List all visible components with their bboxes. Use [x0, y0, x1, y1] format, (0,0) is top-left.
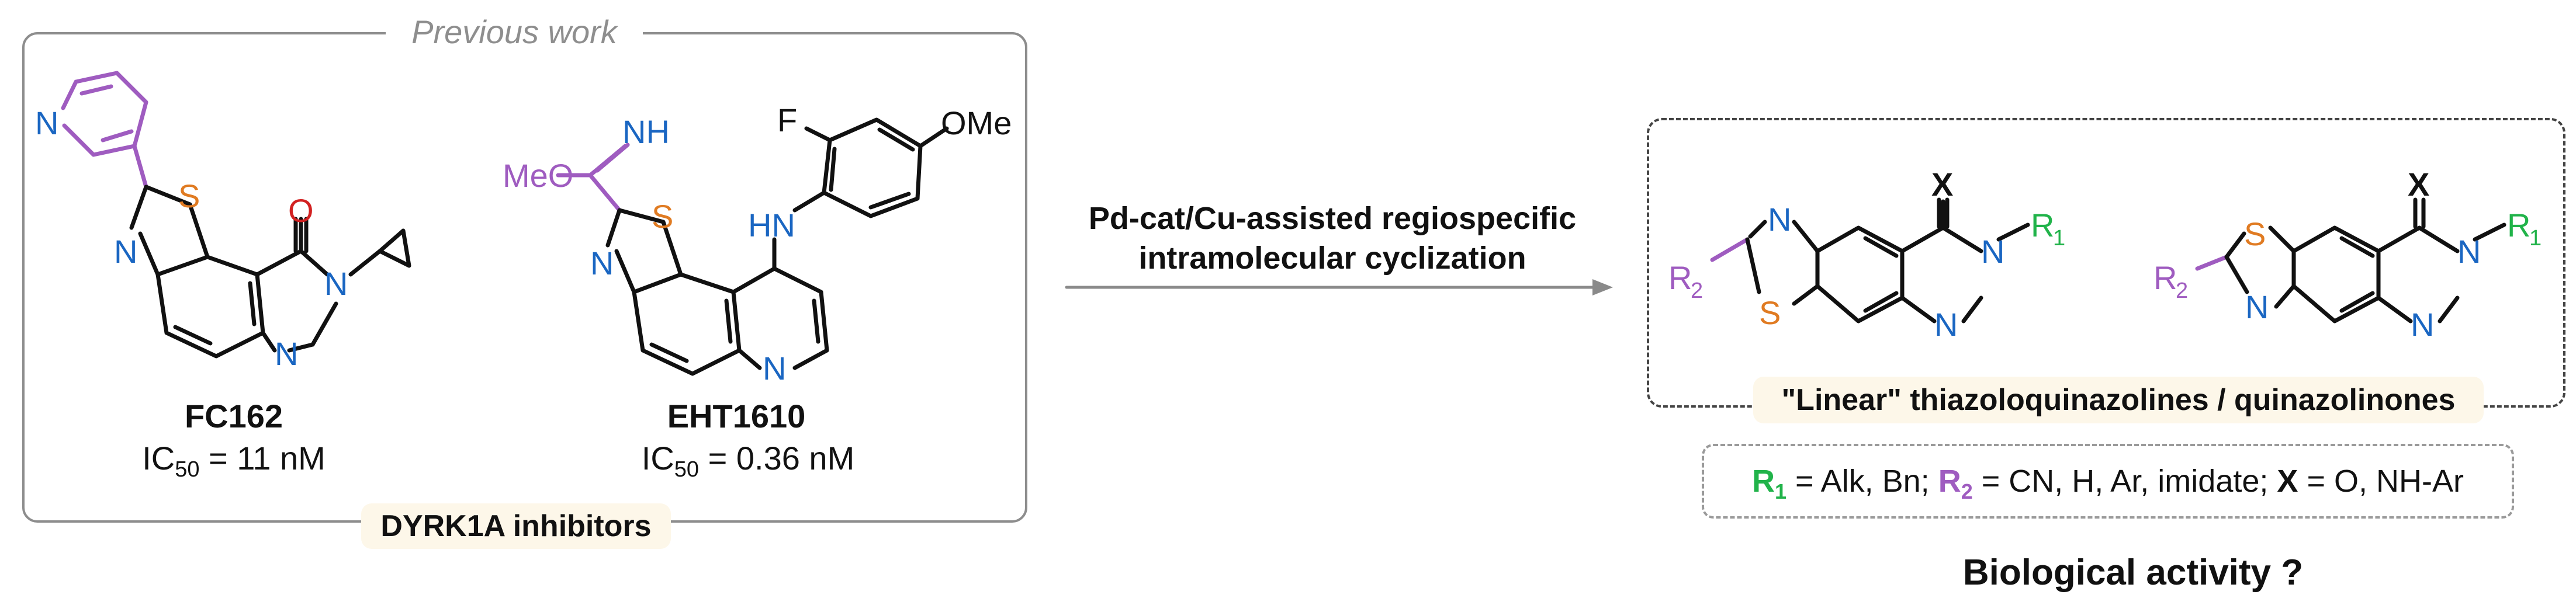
r2-symbol: R2	[1938, 464, 1973, 503]
eht-meo: MeO	[503, 157, 573, 194]
tl-s: S	[1759, 294, 1781, 331]
target-compounds-label: "Linear" thiazoloquinazolines / quinazol…	[1753, 377, 2484, 423]
tr-n-thiazole: N	[2245, 288, 2269, 325]
eht-hn: HN	[748, 207, 795, 244]
tl-r1-sub: 1	[2053, 226, 2065, 251]
r2-definition: = CN, H, Ar, imidate;	[1972, 464, 2277, 499]
compound-name-fc162: FC162	[184, 398, 283, 434]
reaction-condition-line1: Pd-cat/Cu-assisted regiospecific	[1088, 201, 1577, 236]
fc162-n-amide: N	[324, 265, 348, 302]
fc162-structure	[61, 71, 411, 359]
eht-f: F	[777, 102, 797, 138]
tr-s: S	[2244, 215, 2266, 252]
ic50-eht1610: IC50 = 0.36 nM	[641, 440, 855, 482]
tr-r1: R	[2507, 207, 2530, 244]
tl-x: X	[1931, 166, 1953, 203]
compound-name-eht1610: EHT1610	[667, 398, 806, 434]
tl-n-amide: N	[1981, 233, 2004, 270]
x-symbol: X	[2277, 464, 2298, 499]
fc162-n-pyridine: N	[35, 105, 58, 141]
ic50-fc162: IC50 = 11 nM	[142, 440, 326, 482]
r1-definition: = Alk, Bn;	[1786, 464, 1938, 499]
fc162-s: S	[178, 178, 200, 214]
tr-r: R	[2153, 259, 2177, 296]
tl-r: R	[1668, 259, 1692, 296]
tr-r1-sub: 1	[2529, 226, 2542, 251]
tr-n-amide: N	[2457, 233, 2481, 270]
tr-x: X	[2408, 166, 2429, 203]
fc162-n-pyrimidine: N	[275, 335, 298, 372]
fc162-o: O	[288, 192, 314, 229]
eht-ome: OMe	[941, 105, 1012, 141]
target-structure-right	[2195, 222, 2506, 324]
eht-n-thiazole: N	[590, 245, 614, 281]
eht-s: S	[652, 198, 673, 235]
tl-n-thiazole: N	[1768, 201, 1791, 238]
eht1610-structure	[556, 117, 949, 376]
fc162-n-thiazole: N	[114, 233, 137, 270]
target-compounds-box	[1647, 118, 2565, 408]
tr-r-sub: 2	[2176, 279, 2188, 303]
tl-r1: R	[2031, 207, 2054, 244]
reaction-arrow	[1065, 279, 1613, 295]
reaction-condition-line2: intramolecular cyclization	[1138, 241, 1526, 276]
dyrk1a-inhibitors-label: DYRK1A inhibitors	[361, 503, 671, 549]
previous-work-caption: Previous work	[386, 13, 643, 51]
substituents-box: R1 = Alk, Bn; R2 = CN, H, Ar, imidate; X…	[1702, 444, 2514, 519]
r1-symbol: R1	[1752, 464, 1787, 503]
x-definition: = O, NH-Ar	[2298, 464, 2464, 499]
target-structure-left	[1710, 199, 2030, 324]
eht-n-quinoline: N	[763, 350, 786, 387]
eht-nh: NH	[622, 113, 670, 150]
tr-n-pyrimidine: N	[2411, 306, 2434, 343]
tl-n-pyrimidine: N	[1934, 306, 1958, 343]
tl-r-sub: 2	[1691, 279, 1703, 303]
biological-activity-question: Biological activity ?	[1962, 552, 2304, 593]
